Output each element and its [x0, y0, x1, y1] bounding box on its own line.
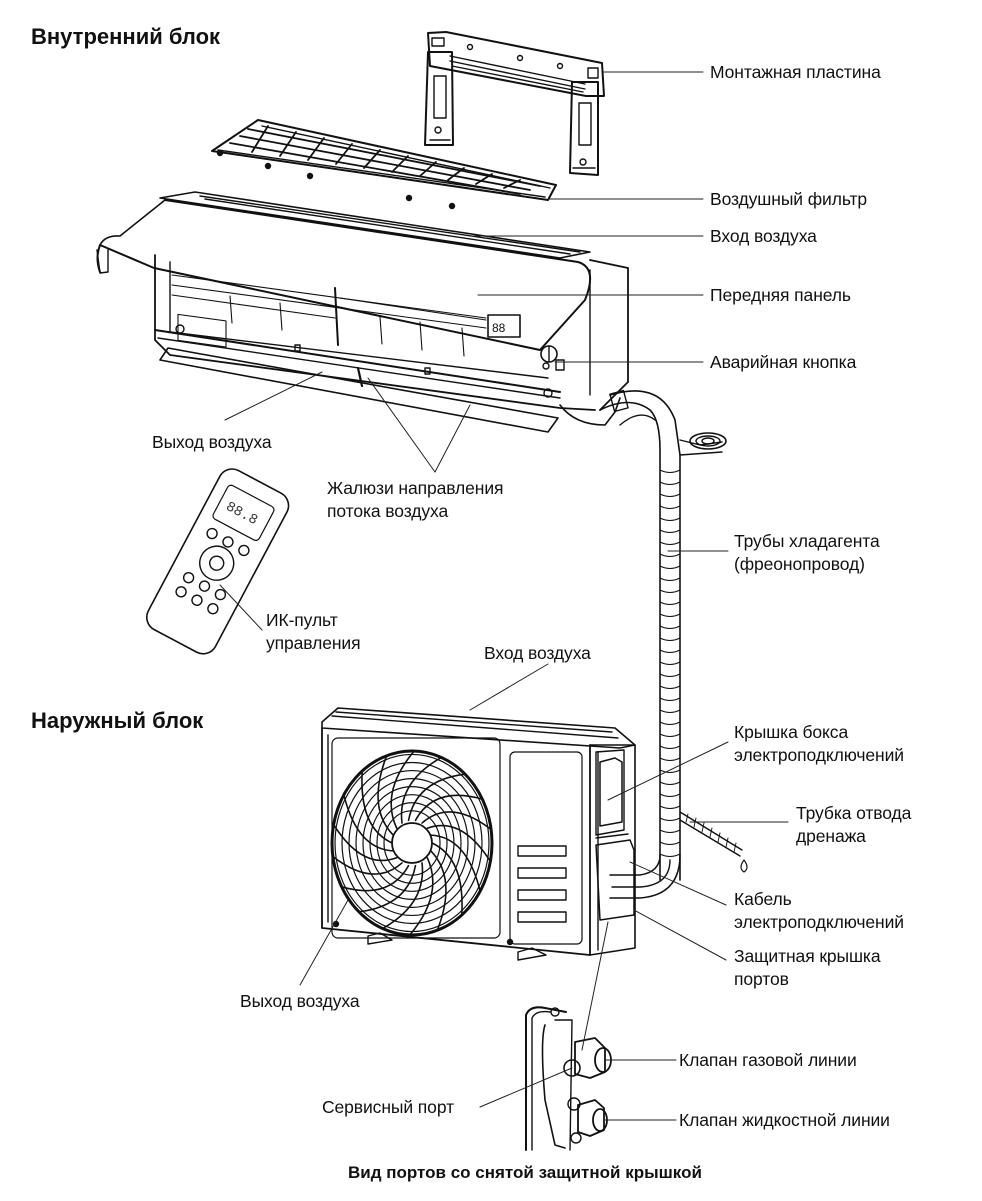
pipe-rib — [659, 733, 681, 738]
pipe-rib — [659, 553, 681, 558]
label-refrigerant-line1: Трубы хладагента — [734, 531, 880, 551]
label-port-cover-line1: Защитная крышка — [734, 946, 881, 966]
label-cable-line1: Кабель — [734, 889, 792, 909]
pipe-rib — [659, 481, 681, 486]
pipe-rib — [659, 541, 681, 546]
svg-text:88.8: 88.8 — [223, 499, 260, 529]
label-front-panel: Передняя панель — [710, 285, 851, 305]
pipe-rib — [659, 769, 681, 774]
fan-grille-circle — [383, 810, 441, 876]
label-indoor-air-inlet: Вход воздуха — [710, 226, 817, 246]
svg-text:88: 88 — [492, 321, 506, 335]
leader-lines — [219, 71, 789, 1121]
label-remote-line2: управления — [266, 633, 361, 653]
label-remote-line1: ИК-пульт — [266, 610, 338, 630]
pipe-rib — [659, 637, 681, 642]
fan-blade-curve — [390, 750, 415, 830]
fan-grille-circle — [348, 769, 476, 917]
label-air-filter: Воздушный фильтр — [710, 189, 868, 209]
label-cable-line2: электроподключений — [734, 912, 904, 932]
label-gas-valve: Клапан газовой линии — [679, 1050, 857, 1070]
fan-blade-curve — [400, 756, 443, 824]
fan-blade-curve — [426, 824, 492, 863]
pipe-rib — [659, 625, 681, 630]
fan-blade-curve — [429, 834, 481, 892]
pipe-rib — [659, 565, 681, 570]
pipe-rib — [659, 493, 681, 498]
fan-grille-ring — [330, 749, 494, 937]
label-electrical-box-line2: электроподключений — [734, 745, 904, 765]
fan-blade-curve — [381, 862, 424, 930]
fan-grille-circle — [376, 802, 448, 884]
label-emergency-button: Аварийная кнопка — [710, 352, 857, 372]
air-filter — [211, 119, 557, 210]
pipe-rib — [659, 781, 681, 786]
fan-blade-curve — [421, 811, 492, 831]
label-port-cover-line2: портов — [734, 969, 789, 989]
pipe-rib — [659, 709, 681, 714]
label-louvers-line1: Жалюзи направления — [327, 478, 504, 498]
label-liquid-valve: Клапан жидкостной линии — [679, 1110, 890, 1130]
pipe-rib — [659, 505, 681, 510]
fan-blade-curve — [361, 770, 393, 844]
pipe-rib — [659, 469, 681, 474]
outdoor-unit — [321, 707, 636, 961]
pipe-rib — [659, 673, 681, 678]
label-electrical-box-line1: Крышка бокса — [734, 722, 849, 742]
fan-blade-curve — [407, 773, 466, 822]
fan-blade-curve — [332, 823, 398, 862]
fan-blade-curve — [340, 864, 410, 892]
pipe-rib — [659, 721, 681, 726]
pipe-rib — [659, 613, 681, 618]
fan-blade-curve — [332, 855, 403, 875]
fan-blade-curve — [358, 864, 417, 913]
label-outdoor-air-inlet: Вход воздуха — [484, 643, 591, 663]
pipe-rib — [659, 853, 681, 858]
fan-blade-curve — [377, 754, 395, 836]
ports-detail — [525, 1006, 612, 1151]
fan-grille-circle — [341, 761, 483, 925]
label-service-port: Сервисный порт — [322, 1097, 454, 1117]
indoor-unit: 88 — [96, 191, 629, 433]
fan-blade-curve — [343, 794, 395, 852]
label-refrigerant-line2: (фреонопровод) — [734, 554, 865, 574]
ports-caption: Вид портов со снятой защитной крышкой — [348, 1163, 702, 1182]
pipe-rib — [659, 529, 681, 534]
label-drain-line2: дренажа — [796, 826, 866, 846]
refrigerant-pipe — [599, 390, 748, 899]
pipe-rib — [659, 841, 681, 846]
pipe-rib — [659, 745, 681, 750]
fan-grille-circle — [362, 786, 462, 900]
fan-blade-curve — [431, 842, 463, 916]
fan-blade-curve — [409, 856, 434, 936]
pipe-rib — [659, 649, 681, 654]
label-drain-line1: Трубка отвода — [796, 803, 912, 823]
indoor-unit-title: Внутренний блок — [31, 24, 221, 49]
pipe-rib — [659, 685, 681, 690]
fan-blade-curve — [429, 850, 447, 932]
mounting-plate — [424, 31, 605, 176]
fan-grille-circle — [355, 777, 469, 908]
pipe-rib — [659, 757, 681, 762]
label-mounting-plate: Монтажная пластина — [710, 62, 881, 82]
pipe-rib — [659, 601, 681, 606]
pipe-rib — [659, 697, 681, 702]
label-outdoor-air-outlet: Выход воздуха — [240, 991, 360, 1011]
label-indoor-air-outlet: Выход воздуха — [152, 432, 272, 452]
pipe-rib — [659, 577, 681, 582]
pipe-rib — [659, 661, 681, 666]
pipe-rib — [659, 817, 681, 822]
pipe-rib — [659, 589, 681, 594]
label-louvers-line2: потока воздуха — [327, 501, 449, 521]
fan-blade-curve — [414, 794, 484, 822]
pipe-rib — [659, 805, 681, 810]
pipe-rib — [659, 793, 681, 798]
pipe-rib — [659, 829, 681, 834]
pipe-rib — [659, 517, 681, 522]
outdoor-unit-title: Наружный блок — [31, 708, 204, 733]
